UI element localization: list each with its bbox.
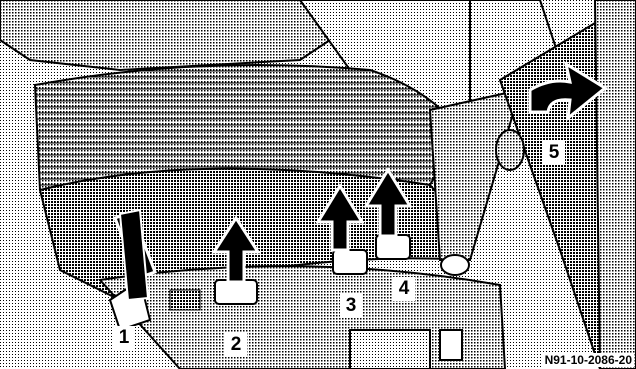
door-knob <box>496 130 524 170</box>
seat-backrest <box>0 0 330 70</box>
figure-reference-code: N91-10-2086-20 <box>543 353 634 367</box>
callout-1: 1 <box>113 326 135 350</box>
callout-2: 2 <box>225 333 247 357</box>
switch-2 <box>215 280 257 304</box>
callout-3: 3 <box>340 294 362 318</box>
switch-4 <box>376 235 410 259</box>
callout-5: 5 <box>543 141 565 165</box>
lower-switch <box>440 330 462 360</box>
callout-4: 4 <box>393 277 415 301</box>
rail-gap <box>170 290 200 310</box>
belt-buckle <box>441 255 469 275</box>
door-edge <box>595 0 636 369</box>
switch-3 <box>333 250 367 274</box>
lower-switch-plate <box>350 330 430 369</box>
